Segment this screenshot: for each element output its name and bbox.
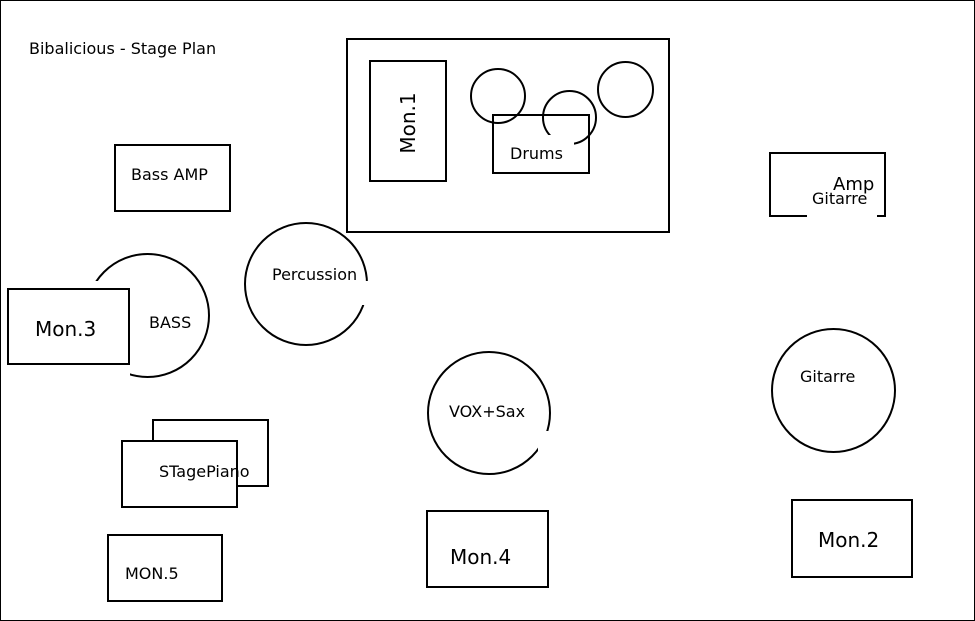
monitor-1-label: Mon.1	[396, 92, 420, 154]
stage-piano-label: STagePiano	[159, 462, 250, 481]
guitar-amp-gap	[807, 186, 877, 220]
guitar-position	[771, 328, 896, 453]
drum-tom-3	[597, 61, 654, 118]
drums-kit	[492, 114, 590, 174]
monitor-2-label: Mon.2	[818, 528, 880, 552]
bass-label: BASS	[149, 313, 192, 332]
percussion-label: Percussion	[272, 265, 358, 284]
guitar-amp-label-bottom: Gitarre	[812, 189, 868, 208]
drum-tom-1	[470, 68, 526, 124]
monitor-5-label: MON.5	[125, 564, 179, 583]
drum-riser	[346, 38, 670, 233]
monitor-4-label: Mon.4	[450, 545, 512, 569]
vocals-sax-position	[427, 351, 551, 475]
bass-amp-label: Bass AMP	[131, 165, 208, 184]
guitar-label: Gitarre	[800, 367, 856, 386]
monitor-3-label: Mon.3	[35, 317, 97, 341]
monitor-4	[426, 510, 549, 588]
percussion-gap	[331, 281, 371, 305]
drums-label: Drums	[510, 144, 563, 163]
diagram-title: Bibalicious - Stage Plan	[29, 39, 217, 58]
bass-amp	[114, 144, 231, 212]
guitar-amp-label-top: Amp	[833, 174, 875, 195]
monitor-3	[7, 288, 130, 365]
vocals-sax-label: VOX+Sax	[449, 402, 526, 421]
drums-label-gap	[506, 135, 574, 161]
stage-piano	[121, 440, 238, 508]
monitor-1	[369, 60, 447, 182]
monitor-2	[791, 499, 913, 578]
vocals-sax-gap	[538, 431, 558, 471]
monitor-5	[107, 534, 223, 602]
